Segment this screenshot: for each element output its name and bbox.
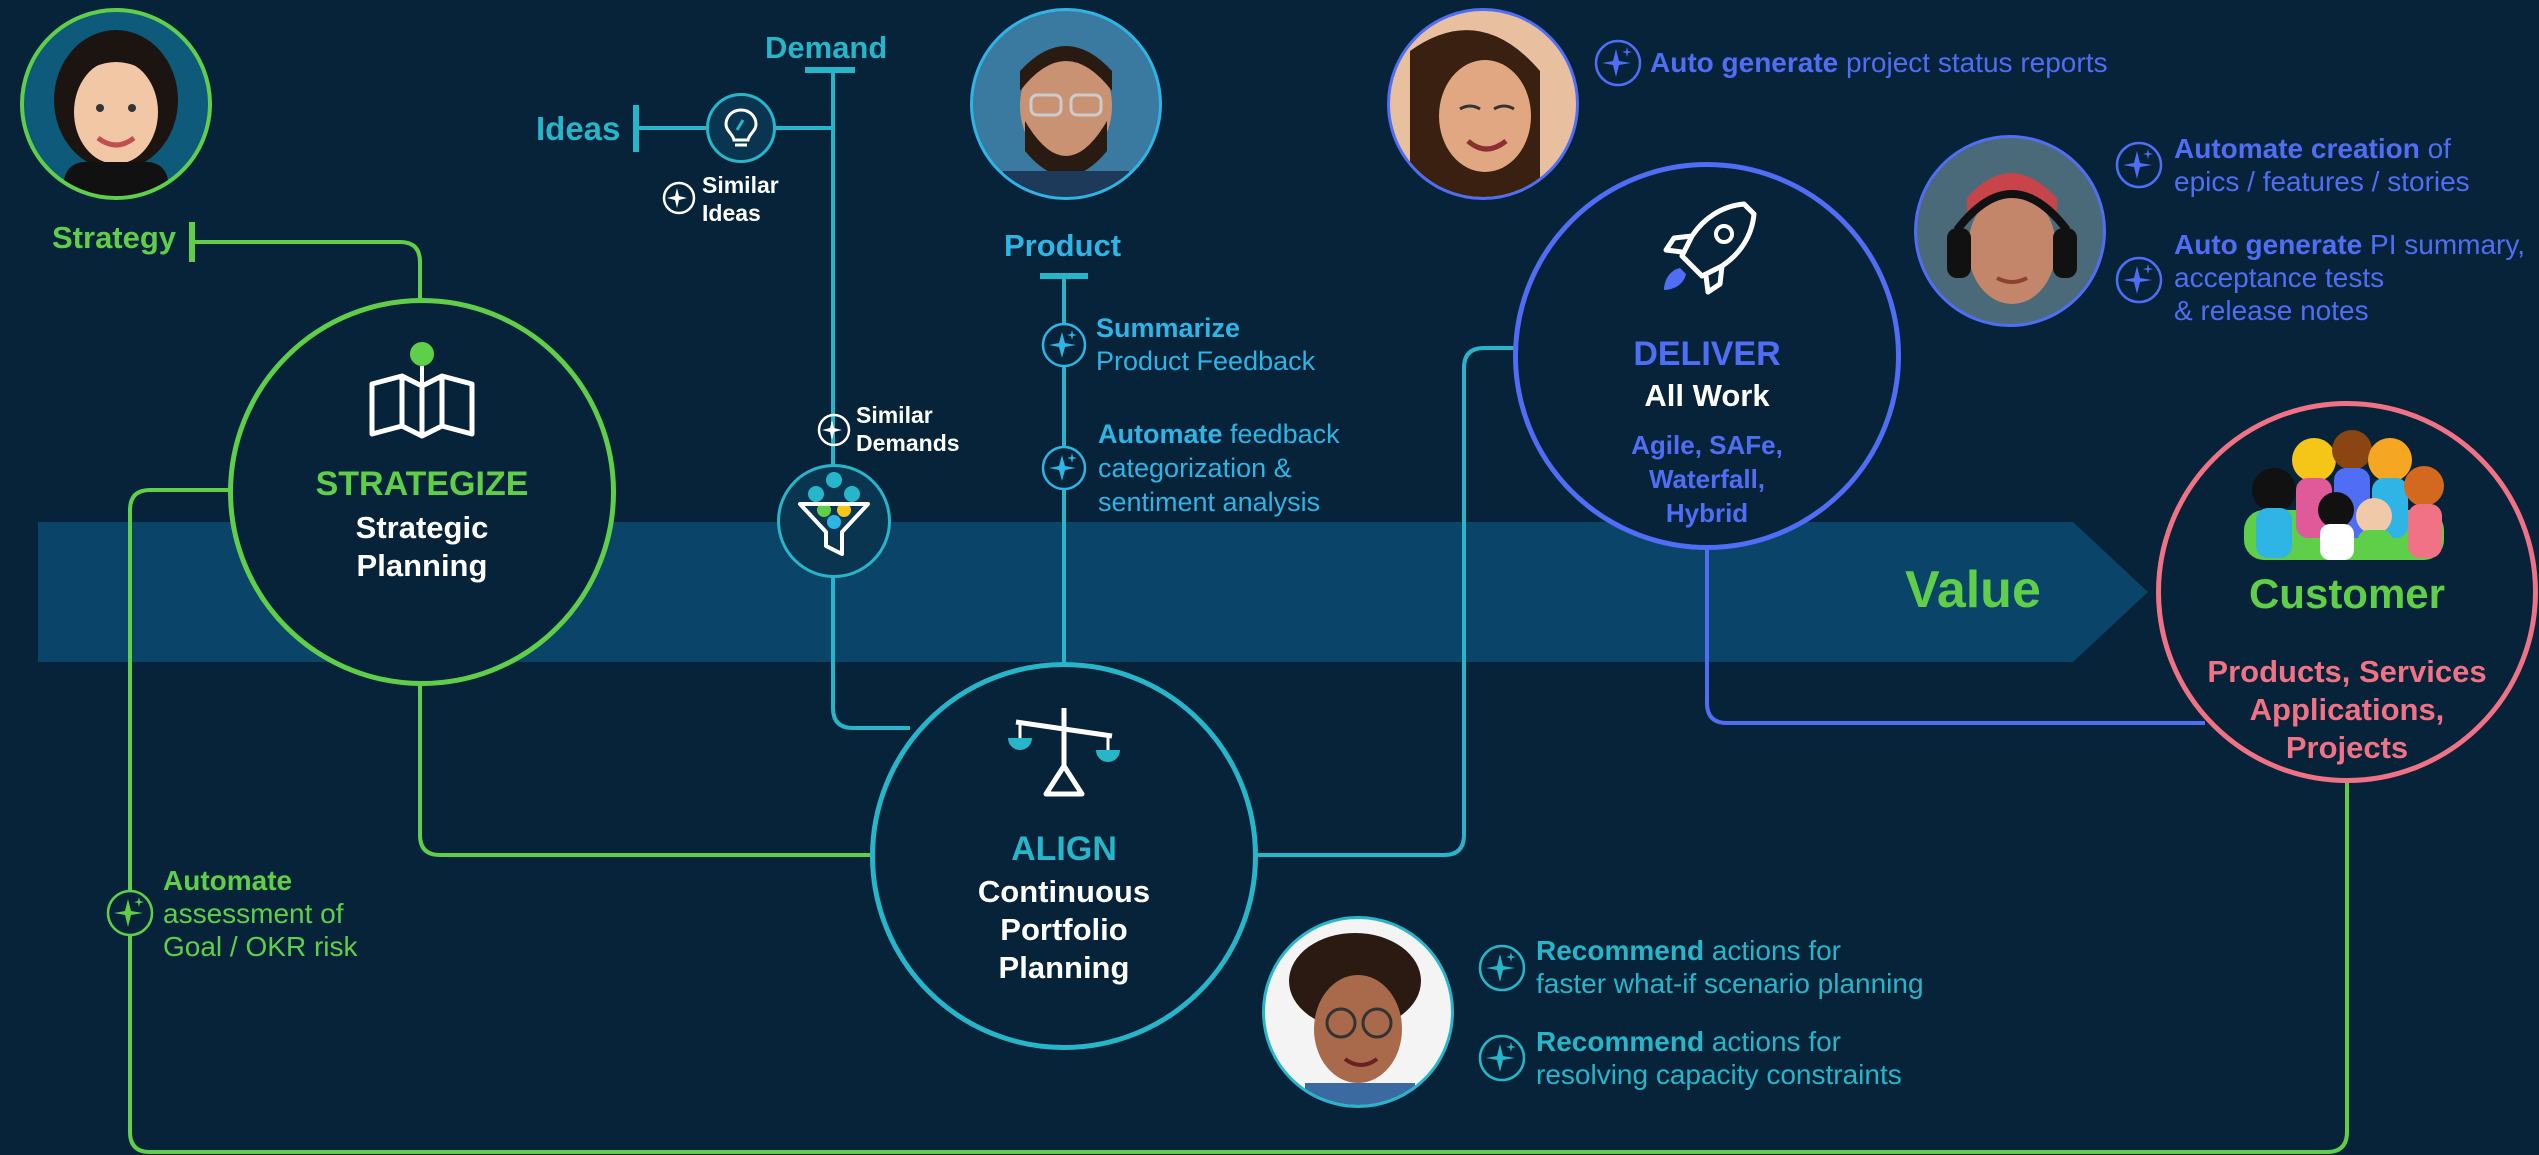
pi-summary-line-1: acceptance tests <box>2174 262 2385 293</box>
idea-bulb-node[interactable] <box>706 93 776 163</box>
whatif-line-0: Recommend actions for <box>1536 935 1841 967</box>
product-persona-avatar <box>970 8 1162 200</box>
feedback-categorization-line-2: sentiment analysis <box>1098 487 1321 517</box>
feedback-categorization-line-1: categorization & <box>1098 453 1292 483</box>
deliver-title: DELIVER <box>1633 335 1781 373</box>
deliver-method-2: Waterfall, <box>1648 464 1766 494</box>
whatif-line-1: faster what-if scenario planning <box>1536 968 1924 999</box>
pi-summary-bold: Auto generate <box>2174 229 2363 260</box>
strategize-subtitle-2: Planning <box>356 548 488 583</box>
feedback-categorization-ai-icon <box>1041 445 1087 491</box>
customer-item-3: Projects <box>2285 730 2409 765</box>
align-subtitle-1: Continuous <box>977 874 1151 909</box>
pi-summary-rest: PI summary, <box>2362 229 2526 260</box>
strategize-title: STRATEGIZE <box>315 465 529 503</box>
deliver-to-customer-line <box>1705 550 2205 725</box>
similar-demands-line-2: Demands <box>856 430 960 456</box>
customer-title: Customer <box>2248 570 2446 617</box>
epics-creation-line-0: Automate creation of <box>2174 133 2451 165</box>
epics-creation-line-1: epics / features / stories <box>2174 166 2470 197</box>
feedback-loop-line <box>128 488 2349 1154</box>
balance-scale-icon <box>1008 708 1120 797</box>
capacity-line-1: resolving capacity constraints <box>1536 1059 1902 1090</box>
status-reports-rest: project status reports <box>1838 47 2108 78</box>
customer-item-2: Applications, <box>2249 692 2445 727</box>
summarize-ai-icon <box>1041 322 1087 368</box>
developer-persona-avatar <box>1914 135 2106 327</box>
pi-summary-line-0: Auto generate PI summary, <box>2174 229 2525 261</box>
woman-avatar-icon <box>54 30 178 196</box>
map-pin-icon <box>369 342 475 439</box>
status-reports-bold: Auto generate <box>1650 47 1839 78</box>
capacity-ai-icon <box>1478 1034 1526 1082</box>
delivery-persona-avatar <box>1387 8 1579 200</box>
similar-ideas-line-2: Ideas <box>702 200 761 226</box>
smiling-woman-avatar-icon <box>1410 30 1540 197</box>
align-title: ALIGN <box>1011 830 1117 868</box>
strategy-label: Strategy <box>52 220 177 255</box>
deliver-node[interactable] <box>1513 162 1901 550</box>
summarize-bold: Summarize <box>1096 313 1241 343</box>
headphones-avatar-icon <box>1947 173 2077 304</box>
funnel-icon <box>798 472 870 556</box>
feedback-categorization-line-0: Automate feedback <box>1098 419 1340 450</box>
portfolio-persona-avatar <box>1262 916 1454 1108</box>
whatif-rest: actions for <box>1704 935 1841 966</box>
status-reports-text: Auto generate project status reports <box>1650 47 2107 79</box>
deliver-method-3: Hybrid <box>1665 498 1749 528</box>
strategize-to-align-line <box>418 685 875 857</box>
align-subtitle-2: Portfolio <box>1000 912 1128 947</box>
similar-demands-ai-icon <box>817 413 851 447</box>
align-to-deliver-line <box>1255 346 1515 857</box>
strategize-subtitle-1: Strategic <box>355 510 489 545</box>
strategy-connector <box>192 240 422 300</box>
summarize-line-1: Product Feedback <box>1096 346 1316 376</box>
epics-creation-bold: Automate creation <box>2174 133 2420 164</box>
goal-risk-ai-icon <box>106 889 154 937</box>
feedback-categorization-rest: feedback <box>1222 419 1340 449</box>
similar-ideas-ai-icon <box>662 181 696 215</box>
align-subtitle-3: Planning <box>998 950 1130 985</box>
customer-item-1: Products, Services <box>2207 654 2487 689</box>
similar-ideas-line-1: Similar <box>702 172 779 198</box>
ideas-label: Ideas <box>536 110 621 147</box>
value-label: Value <box>1905 561 2041 619</box>
goal-risk-bold: Automate <box>163 865 293 896</box>
feedback-categorization-bold: Automate <box>1098 419 1223 449</box>
people-group-icon <box>2244 430 2444 560</box>
goal-risk-line-1: assessment of <box>163 898 344 929</box>
status-reports-ai-icon <box>1594 39 1642 87</box>
similar-demands-line-1: Similar <box>856 402 933 428</box>
capacity-rest: actions for <box>1704 1026 1841 1057</box>
pi-summary-ai-icon <box>2115 256 2163 304</box>
capacity-bold: Recommend <box>1536 1026 1705 1057</box>
whatif-ai-icon <box>1478 944 1526 992</box>
deliver-subtitle: All Work <box>1644 378 1770 413</box>
lightbulb-icon <box>724 108 758 147</box>
whatif-bold: Recommend <box>1536 935 1705 966</box>
goal-risk-line-2: Goal / OKR risk <box>163 931 358 962</box>
man-glasses-avatar-icon <box>1003 46 1129 197</box>
capacity-line-0: Recommend actions for <box>1536 1026 1841 1058</box>
pi-summary-line-2: & release notes <box>2174 295 2369 326</box>
curly-hair-woman-avatar-icon <box>1289 933 1421 1105</box>
strategy-persona-avatar <box>20 8 212 200</box>
product-label: Product <box>1004 228 1122 263</box>
demand-label: Demand <box>765 30 888 65</box>
demand-line <box>831 70 910 730</box>
epics-creation-ai-icon <box>2115 141 2163 189</box>
epics-creation-rest: of <box>2419 133 2451 164</box>
rocket-icon <box>1663 201 1757 295</box>
deliver-method-1: Agile, SAFe, <box>1631 430 1783 460</box>
